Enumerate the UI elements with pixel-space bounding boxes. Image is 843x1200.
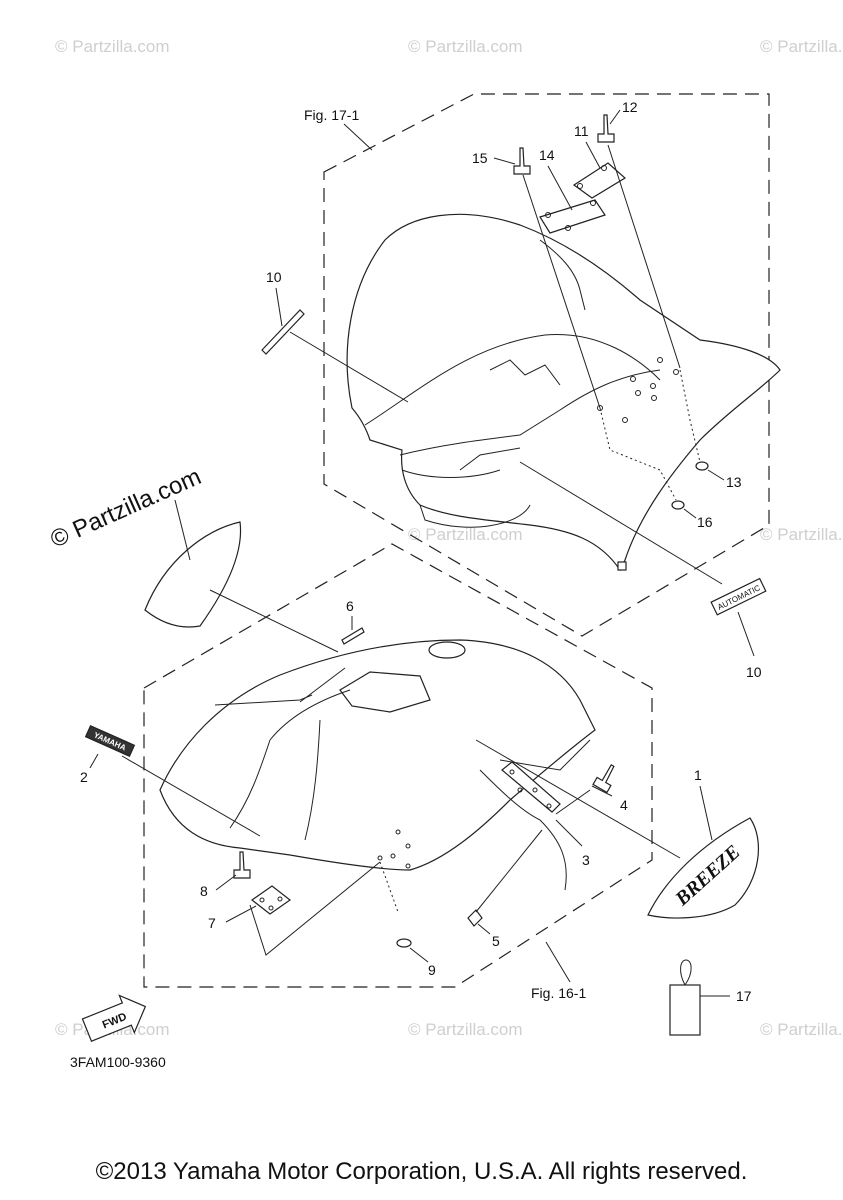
fwd-arrow-icon: FWD <box>81 994 147 1043</box>
watermark: © Partzilla.com <box>408 37 523 56</box>
part-number-12: 12 <box>622 99 638 115</box>
side-shield <box>144 521 242 628</box>
cover-plate <box>572 162 627 199</box>
yamaha-decal: YAMAHA <box>84 724 136 758</box>
access-plate <box>501 761 561 813</box>
part-number-6: 6 <box>346 598 354 614</box>
part-number-10: 10 <box>266 269 282 285</box>
front-fender-boundary <box>143 543 653 988</box>
part-number-5: 5 <box>492 933 500 949</box>
part-number-17: 17 <box>736 988 752 1004</box>
copyright-notice: ©2013 Yamaha Motor Corporation, U.S.A. A… <box>95 1158 748 1185</box>
part-number-1: 1 <box>694 767 702 783</box>
rear-fender-boundary <box>323 93 770 637</box>
part-number-2: 2 <box>80 769 88 785</box>
front-fender <box>159 639 596 891</box>
rivet <box>592 764 615 794</box>
rivet <box>233 851 251 879</box>
partzilla-watermark: © Partzilla.com <box>46 463 205 553</box>
breeze-decal <box>647 817 760 919</box>
rear-fender <box>346 213 781 572</box>
automatic-decal: AUTOMATIC <box>710 577 767 616</box>
part-number-11: 11 <box>574 123 589 139</box>
rivet <box>513 147 531 175</box>
watermark: © Partzilla.com <box>760 37 843 56</box>
figure-ref-front: Fig. 16-1 <box>531 985 586 1001</box>
rivet <box>597 114 615 143</box>
part-number-7: 7 <box>208 915 216 931</box>
cover-plate <box>250 885 292 915</box>
watermark: © Partzilla.com <box>760 1020 843 1039</box>
decal-strip <box>261 309 305 355</box>
watermark: © Partzilla.com <box>408 1020 523 1039</box>
hang-tag <box>669 959 701 1036</box>
nut <box>467 909 483 927</box>
nut <box>695 461 709 471</box>
part-number-13: 13 <box>726 474 742 490</box>
watermark-group: © Partzilla.com © Partzilla.com © Partzi… <box>55 37 843 1039</box>
part-number-4: 4 <box>620 797 628 813</box>
part-number-16: 16 <box>697 514 713 530</box>
watermark: © Partzilla.com <box>55 37 170 56</box>
part-number-3: 3 <box>582 852 590 868</box>
figure-ref-rear: Fig. 17-1 <box>304 107 359 123</box>
part-number-8: 8 <box>200 883 208 899</box>
watermark: © Partzilla.com <box>760 525 843 544</box>
watermark: © Partzilla.com <box>408 525 523 544</box>
part-number-15: 15 <box>472 150 488 166</box>
drawing-code: 3FAM100-9360 <box>70 1054 166 1070</box>
decal-strip <box>341 627 365 645</box>
nut <box>396 938 412 948</box>
nut <box>671 500 685 510</box>
part-number-14: 14 <box>539 147 555 163</box>
part-number-10: 10 <box>746 664 762 680</box>
cover-plate <box>539 199 606 234</box>
part-number-9: 9 <box>428 962 436 978</box>
